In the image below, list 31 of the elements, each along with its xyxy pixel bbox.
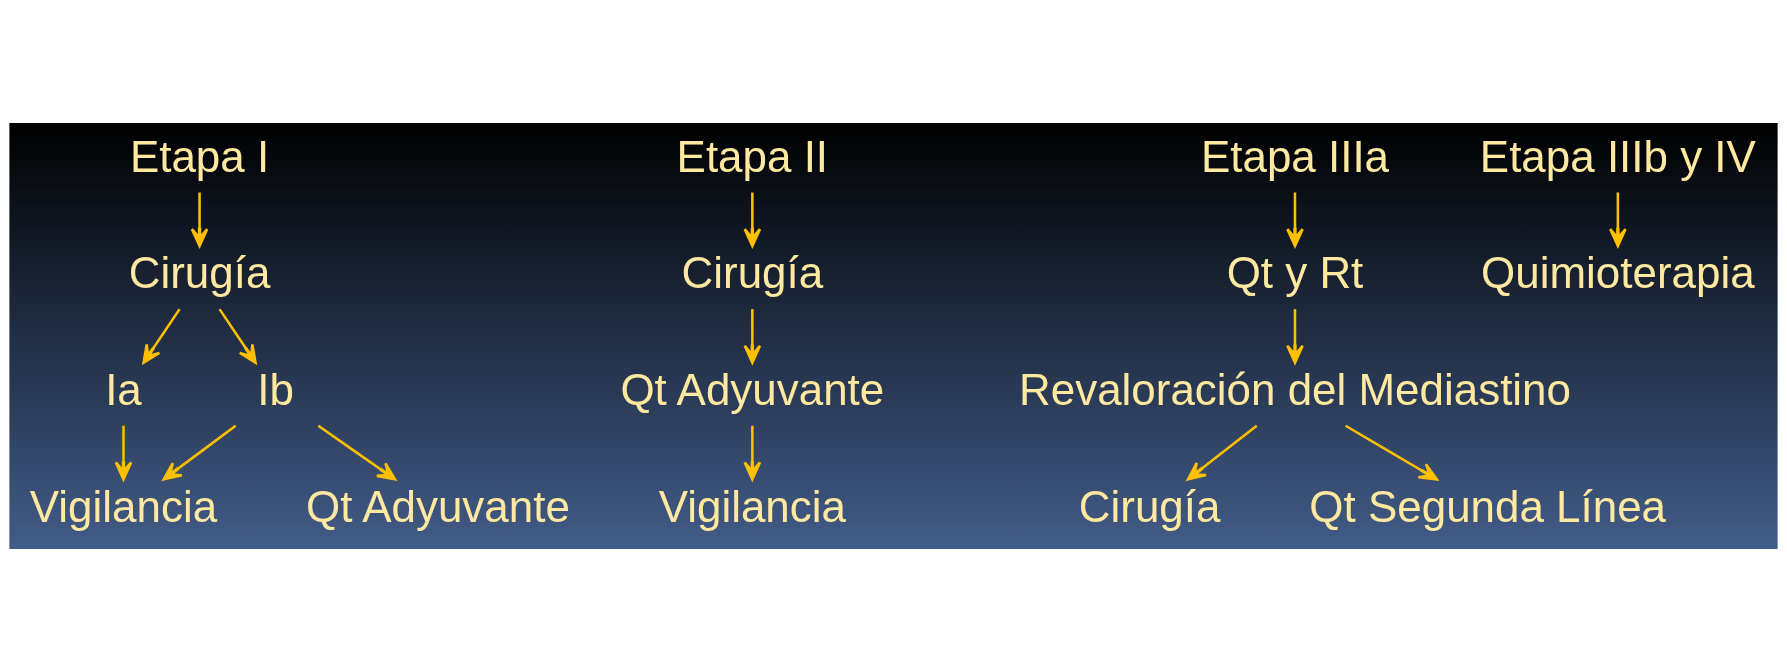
arrow [162,424,237,481]
arrow [1344,424,1438,481]
node-text: Qt Adyuvante [306,481,570,531]
arrow [142,307,181,364]
node-text: Qt Segunda Línea [1309,481,1667,531]
arrow [1186,424,1258,481]
node-text: Cirugía [128,247,271,297]
arrow [743,425,762,481]
node-text: Etapa IIIa [1200,131,1390,181]
node-text: Ib [257,364,294,414]
node-text: Qt Adyuvante [620,364,885,414]
node-text: Revaloración del Mediastino [1019,364,1571,414]
arrow [218,307,257,364]
node-text: Etapa I [129,131,270,181]
node-text: Quimioterapia [1481,247,1755,297]
node-text: Ia [105,364,142,414]
arrow [1609,192,1627,247]
node-text: Vigilancia [29,481,218,531]
node-text: Etapa II [676,131,829,181]
arrow [1286,192,1304,247]
arrow [743,308,762,364]
arrow [190,192,209,247]
node-text: Cirugía [681,247,824,297]
node-text: Vigilancia [658,481,846,531]
arrow [317,424,397,481]
arrow [1286,308,1304,364]
arrow [743,192,762,247]
node-text: Etapa IIIb y IV [1479,131,1756,181]
arrow [114,425,133,481]
node-text: Cirugía [1078,481,1221,531]
node-text: Qt y Rt [1226,247,1364,297]
